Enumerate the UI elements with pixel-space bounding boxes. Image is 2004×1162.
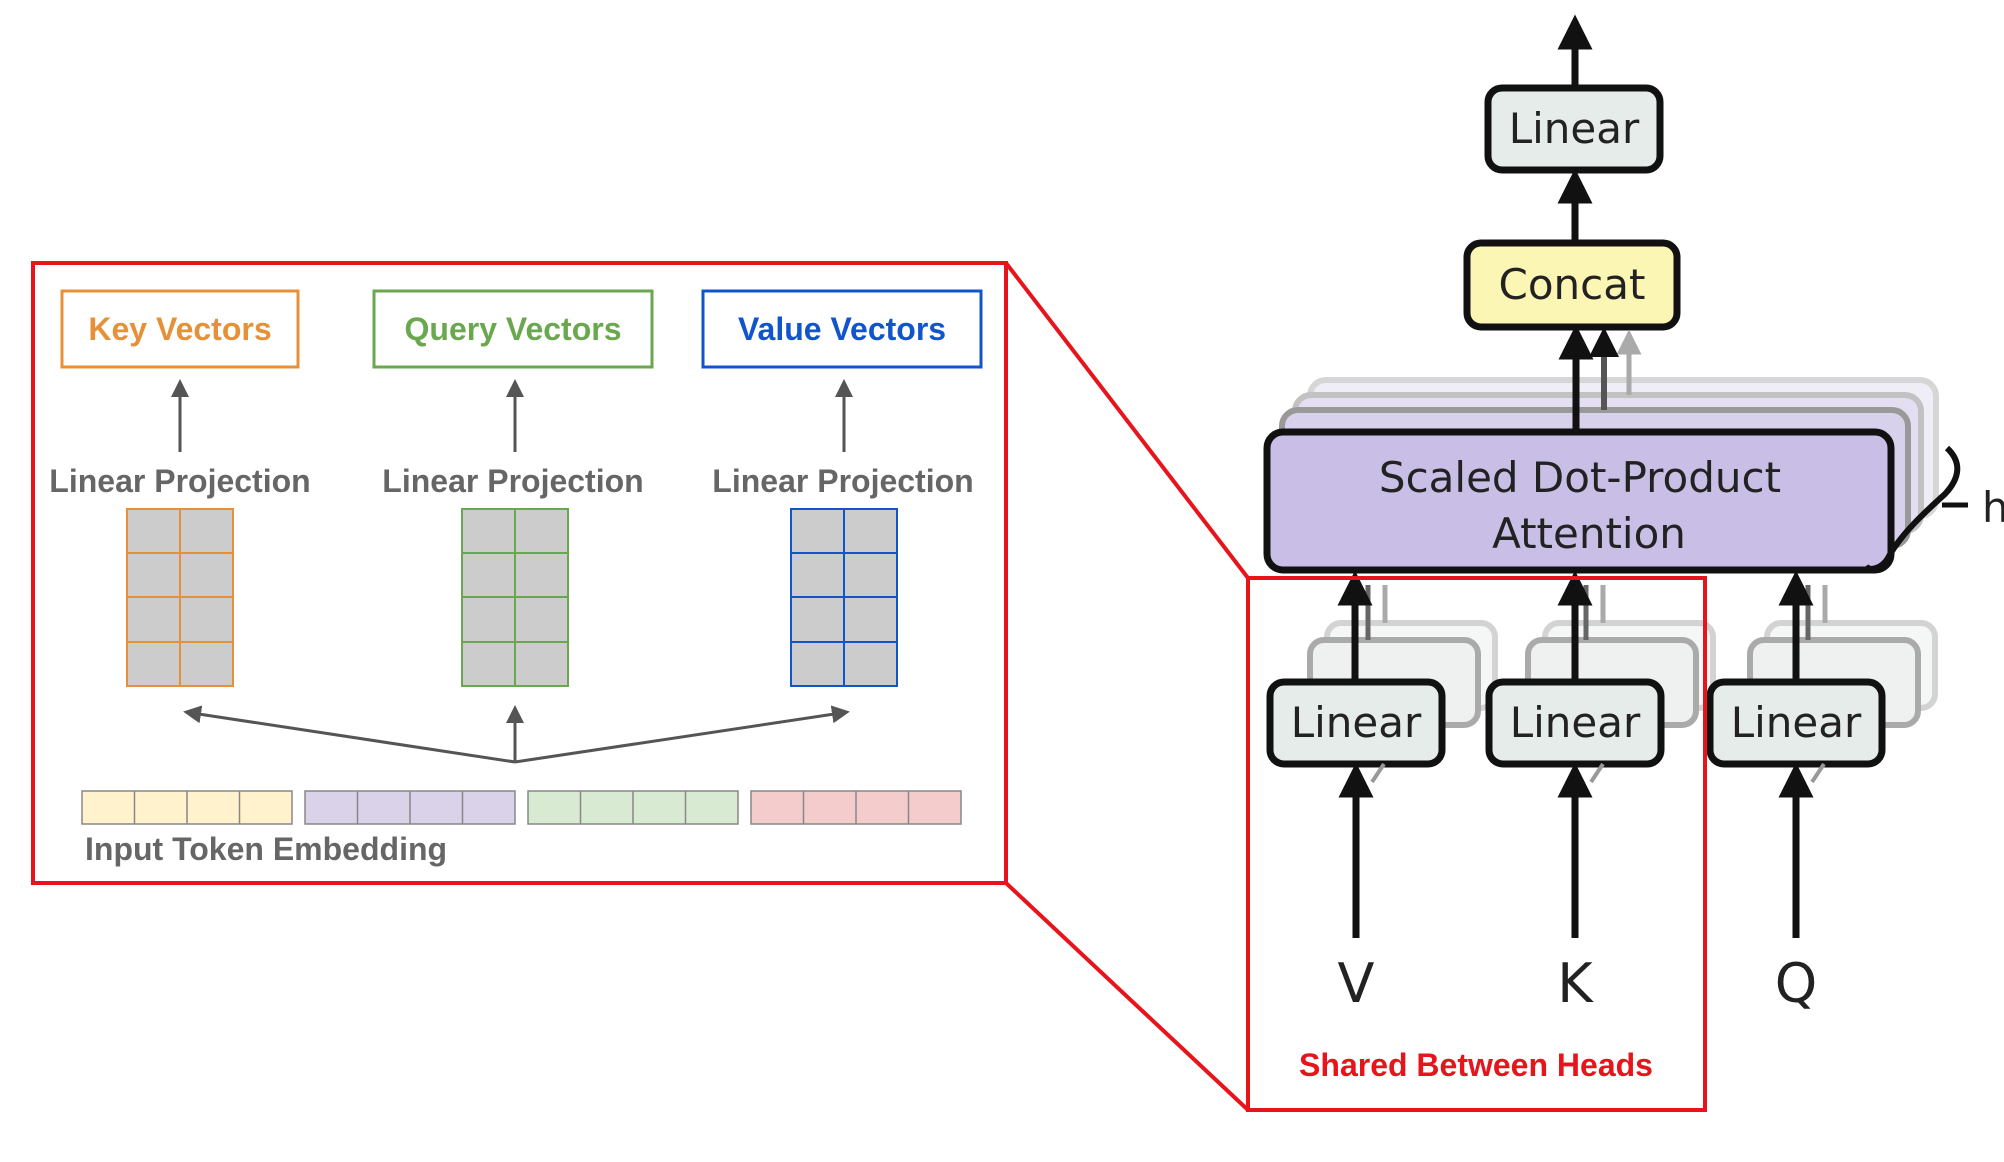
embedding-token-4 bbox=[750, 790, 962, 825]
embedding-token-2 bbox=[304, 790, 516, 825]
value-matrix-grid bbox=[790, 508, 898, 687]
input-q-label: Q bbox=[1775, 952, 1818, 1015]
shared-heads-label: Shared Between Heads bbox=[1299, 1047, 1653, 1083]
query-projection-label: Linear Projection bbox=[382, 463, 643, 499]
shared-heads-highlight bbox=[1246, 576, 1707, 1112]
linear-v-block: Linear bbox=[1266, 678, 1446, 768]
query-matrix-grid bbox=[461, 508, 569, 687]
output-linear-block: Linear bbox=[1484, 84, 1664, 174]
zoom-panel-frame bbox=[31, 261, 1008, 885]
attention-label-line1: Scaled Dot-Product bbox=[1379, 453, 1781, 502]
query-vectors-frame bbox=[372, 289, 654, 369]
input-k-ghost-arrow bbox=[1589, 762, 1605, 784]
linear-q-block: Linear bbox=[1706, 678, 1886, 768]
zoom-connector-top bbox=[1004, 261, 1250, 580]
scaled-dot-product-attention-block: Scaled Dot-Product Attention bbox=[1263, 428, 1895, 574]
input-v-ghost-arrow bbox=[1370, 762, 1386, 784]
mqa-architecture: Linear Concat Scaled Dot-Product Attenti… bbox=[1246, 14, 2004, 1112]
embedding-token-1 bbox=[81, 790, 293, 825]
query-vectors-label: Query Vectors bbox=[405, 311, 622, 347]
zoom-connector-bottom bbox=[1004, 881, 1250, 1112]
output-linear-label: Linear bbox=[1509, 104, 1640, 153]
input-q-ghost-arrow bbox=[1810, 762, 1826, 784]
key-vectors-frame bbox=[60, 289, 300, 369]
zoom-panel: Key Vectors Query Vectors Value Vectors … bbox=[31, 261, 1008, 885]
attention-box bbox=[1263, 428, 1895, 574]
query-vectors-box: Query Vectors bbox=[372, 289, 654, 369]
linear-k-block: Linear bbox=[1485, 678, 1665, 768]
embedding-token-3 bbox=[527, 790, 739, 825]
key-projection-label: Linear Projection bbox=[49, 463, 310, 499]
linear-q-label: Linear bbox=[1731, 698, 1862, 747]
input-v-label: V bbox=[1338, 952, 1375, 1015]
linear-v-label: Linear bbox=[1291, 698, 1422, 747]
fanout-arrow-value bbox=[514, 705, 850, 764]
key-projection-matrix bbox=[126, 508, 234, 687]
value-vectors-frame bbox=[701, 289, 983, 369]
concat-block: Concat bbox=[1463, 239, 1681, 331]
heads-label: h bbox=[1982, 483, 2004, 532]
key-matrix-grid bbox=[126, 508, 234, 687]
input-k-label: K bbox=[1557, 952, 1594, 1015]
concat-label: Concat bbox=[1499, 260, 1646, 309]
key-vectors-label: Key Vectors bbox=[88, 311, 271, 347]
attention-label-line2: Attention bbox=[1492, 509, 1686, 558]
fanout-arrow-key bbox=[183, 705, 516, 764]
linear-to-attention-arrows bbox=[1337, 570, 1828, 682]
heads-bracket bbox=[1863, 445, 1961, 572]
value-vectors-box: Value Vectors bbox=[701, 289, 983, 369]
input-arrows bbox=[1338, 762, 1826, 938]
value-projection-label: Linear Projection bbox=[712, 463, 973, 499]
value-vectors-label: Value Vectors bbox=[738, 311, 946, 347]
input-token-embedding-label: Input Token Embedding bbox=[85, 831, 447, 867]
value-projection-matrix bbox=[790, 508, 898, 687]
input-token-embedding: Input Token Embedding bbox=[81, 790, 962, 867]
query-projection-matrix bbox=[461, 508, 569, 687]
embedding-fanout-arrows bbox=[183, 705, 850, 764]
key-vectors-box: Key Vectors bbox=[60, 289, 300, 369]
linear-k-label: Linear bbox=[1510, 698, 1641, 747]
